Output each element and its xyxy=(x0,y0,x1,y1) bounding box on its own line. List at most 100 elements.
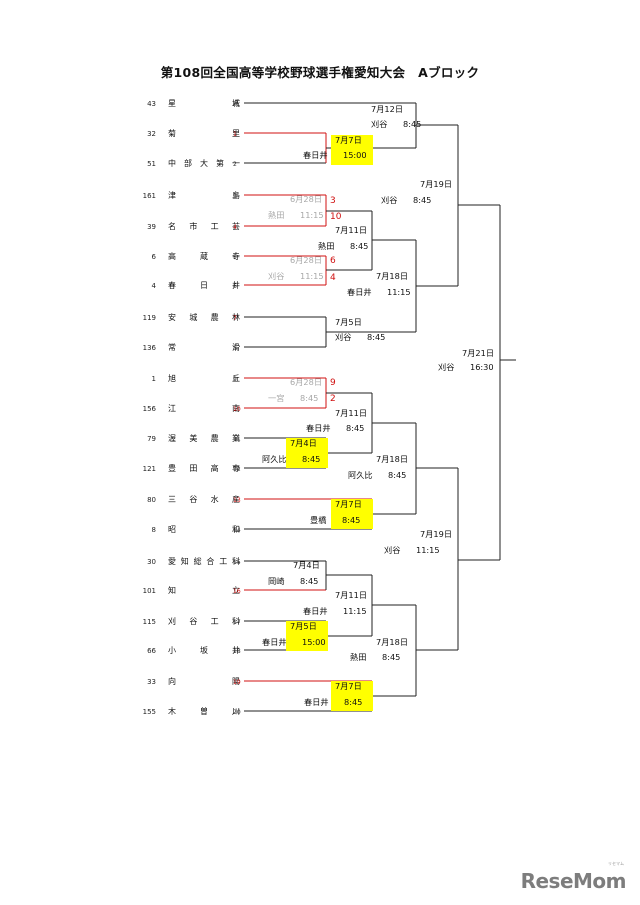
page-title: 第108回全国高等学校野球選手権愛知大会 Aブロック xyxy=(160,65,480,80)
draw-slot: 10 xyxy=(233,406,241,413)
loser-score: 2 xyxy=(330,394,336,404)
resemom-logo: ReseMom xyxy=(520,869,627,893)
team-name: 中 部 大 第 一 xyxy=(168,158,240,168)
game-time: 8:45 xyxy=(403,119,421,129)
draw-slot: 14 xyxy=(233,527,241,534)
draw-slot: 5 xyxy=(233,254,237,261)
loser-score: 6 xyxy=(330,256,336,266)
logo-subtext: リセマム xyxy=(608,861,624,866)
game-venue: 熱田 xyxy=(268,210,284,220)
seed-number: 121 xyxy=(143,465,156,473)
draw-slot: 3 xyxy=(233,193,237,200)
draw-slot: 2 xyxy=(233,161,237,168)
seed-number: 43 xyxy=(147,100,156,108)
game-venue: 豊橋 xyxy=(310,515,326,525)
game-venue: 春日井 xyxy=(303,150,328,160)
draw-slot: 7 xyxy=(233,315,237,322)
game-date: 7月19日 xyxy=(420,179,452,189)
game-time: 8:45 xyxy=(388,470,406,480)
loser-score: 3 xyxy=(330,196,336,206)
team-name: 向 陽 xyxy=(168,676,240,686)
draw-slot: 8 xyxy=(233,345,237,352)
game-time: 8:45 xyxy=(300,576,318,586)
team-name: 春 日 井 xyxy=(168,280,240,290)
team-name: 木 曽 川 xyxy=(168,706,240,716)
highlight-box xyxy=(286,621,328,651)
game-date: 7月7日 xyxy=(335,681,362,691)
game-venue: 刈谷 xyxy=(438,362,454,372)
draw-slot: 1 xyxy=(233,131,237,138)
game-venue: 春日井 xyxy=(306,423,331,433)
game-date: 7月5日 xyxy=(335,317,362,327)
game-time: 8:45 xyxy=(344,697,362,707)
game-date: 7月12日 xyxy=(371,104,403,114)
seed-number: 155 xyxy=(143,708,156,716)
draw-slot: 6 xyxy=(233,283,237,290)
team-name: 津 島 xyxy=(168,190,240,200)
game-venue: 春日井 xyxy=(304,697,329,707)
seed-number: 1 xyxy=(152,375,156,383)
game-date: 7月11日 xyxy=(335,408,367,418)
team-name: 愛 知 総 合 工 科 xyxy=(168,556,240,566)
game-venue: 春日井 xyxy=(347,287,372,297)
draw-slot: 4 xyxy=(233,224,237,231)
team-name: 常 滑 xyxy=(168,342,240,352)
seed-number: 119 xyxy=(143,314,156,322)
winner-score: 10 xyxy=(330,212,342,222)
seed-number: 80 xyxy=(147,496,156,504)
team-name: 昭 和 xyxy=(168,525,240,534)
game-time: 11:15 xyxy=(300,210,324,220)
seed-number: 51 xyxy=(147,160,156,168)
highlight-box xyxy=(331,499,373,529)
draw-slot: 9 xyxy=(233,376,237,383)
game-venue: 阿久比 xyxy=(262,454,287,464)
seed-number: 32 xyxy=(147,130,156,138)
game-date: 6月28日 xyxy=(290,255,322,265)
team-name: 渥 美 農 業 xyxy=(168,433,240,443)
seed-number: 30 xyxy=(147,558,156,566)
seed-number: 33 xyxy=(147,678,156,686)
seed-number: 4 xyxy=(152,282,157,290)
game-venue: 春日井 xyxy=(262,637,287,647)
seed-number: 66 xyxy=(147,647,156,655)
team-name: 刈 谷 工 科 xyxy=(168,616,240,626)
winner-score: 9 xyxy=(330,378,336,388)
game-time: 8:45 xyxy=(382,652,400,662)
highlight-box xyxy=(331,681,373,711)
game-venue: 熱田 xyxy=(318,241,334,251)
game-date: 6月28日 xyxy=(290,194,322,204)
draw-slot: 17 xyxy=(233,619,241,626)
game-time: 8:45 xyxy=(367,332,385,342)
game-venue: 刈谷 xyxy=(384,545,400,555)
team-name: 星 城 xyxy=(168,99,240,108)
game-date: 6月28日 xyxy=(290,377,322,387)
game-time: 11:15 xyxy=(387,287,411,297)
seed-number: 6 xyxy=(152,253,157,261)
game-date: 7月11日 xyxy=(335,225,367,235)
game-time: 15:00 xyxy=(302,637,326,647)
game-venue: 一宮 xyxy=(268,393,284,403)
game-venue: 阿久比 xyxy=(348,470,373,480)
team-name: 小 坂 井 xyxy=(168,645,240,655)
seed-number: 161 xyxy=(143,192,156,200)
draw-slot: 12 xyxy=(233,466,241,473)
game-date: 7月18日 xyxy=(376,454,408,464)
draw-slot: 19 xyxy=(233,679,241,686)
highlight-box xyxy=(331,135,373,165)
game-date: 7月7日 xyxy=(335,135,362,145)
draw-slot: 20 xyxy=(233,709,241,716)
draw-slot: 18 xyxy=(233,648,241,655)
team-name: 安 城 農 林 xyxy=(168,312,240,322)
game-venue: 刈谷 xyxy=(381,195,397,205)
draw-slot: 15 xyxy=(233,559,241,566)
seed-number: 115 xyxy=(143,618,156,626)
game-date: 7月19日 xyxy=(420,529,452,539)
game-venue: 刈谷 xyxy=(371,119,387,129)
game-date: 7月4日 xyxy=(290,438,317,448)
game-venue: 熱田 xyxy=(350,652,366,662)
game-time: 11:15 xyxy=(416,545,440,555)
game-time: 8:45 xyxy=(346,423,364,433)
seed-number: 8 xyxy=(152,526,156,534)
game-date: 7月21日 xyxy=(462,348,494,358)
